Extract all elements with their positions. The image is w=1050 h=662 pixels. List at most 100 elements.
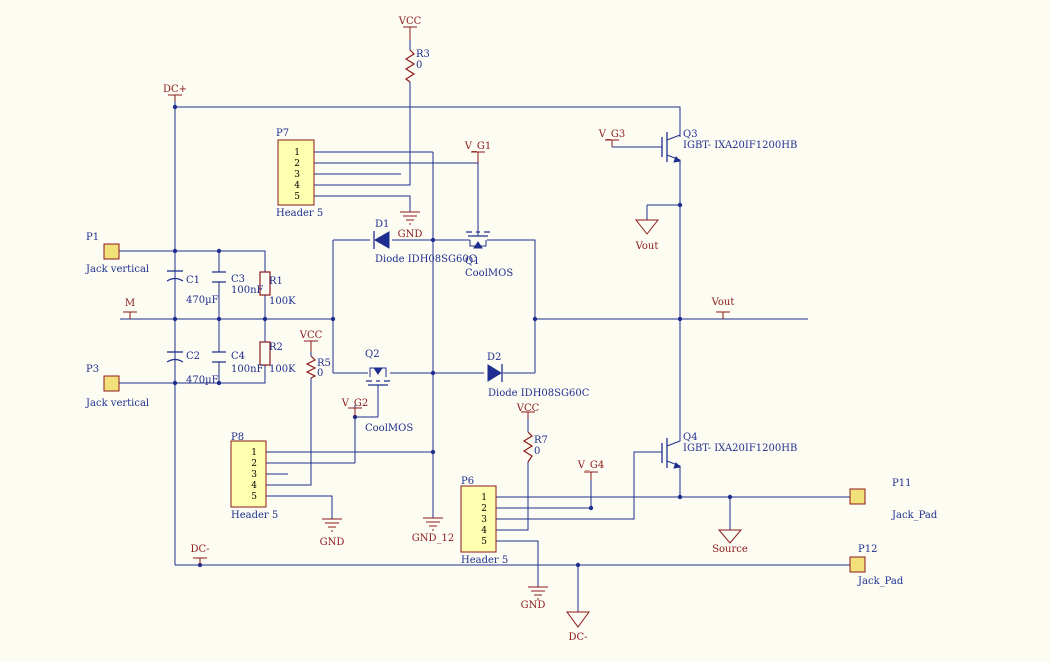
mosfet-q1: Q1 CoolMOS [465, 231, 513, 279]
q1-ref: Q1 [465, 256, 480, 267]
r5-value: 0 [317, 368, 323, 379]
resistor-r5: R5 0 [305, 352, 331, 379]
vcc-label: VCC [398, 16, 422, 27]
m-port: M [123, 298, 137, 319]
v-g3-label: V_G3 [598, 129, 626, 140]
c1-value: 470µF [186, 295, 219, 306]
p8-pin-5: 5 [251, 492, 257, 502]
igbt-q4: Q4 IGBT- IXA20IF1200HB [661, 432, 797, 470]
jack-p1: P1 Jack vertical [85, 232, 149, 275]
dc-minus-label: DC- [190, 544, 209, 555]
jack-p11: P11 Jack_Pad [849, 478, 938, 521]
source-port: Source [712, 529, 748, 555]
dc-plus-port: DC+ [163, 84, 187, 101]
c3-value: 100nF [231, 285, 264, 296]
q2-value: CoolMOS [365, 423, 413, 434]
resistor-r1: R1 100K [259, 271, 296, 307]
c4-ref: C4 [231, 351, 245, 362]
q3-value: IGBT- IXA20IF1200HB [683, 140, 797, 151]
vout-port: Vout [711, 297, 735, 319]
igbt-q3: Q3 IGBT- IXA20IF1200HB [661, 129, 797, 167]
dc-minus-ground-label: DC- [568, 632, 587, 643]
p1-value: Jack vertical [85, 264, 149, 275]
resistor-r3: R3 0 [404, 40, 430, 83]
q3-ref: Q3 [683, 129, 698, 140]
gnd-label-p7: GND [398, 229, 423, 240]
capacitor-c3: C3 100nF [212, 271, 264, 296]
diode-d1: D1 Diode IDH08SG60C [373, 219, 477, 265]
r1-ref: R1 [269, 276, 283, 287]
jack-p12: P12 Jack_Pad [849, 544, 904, 587]
v-g2-label: V_G2 [341, 398, 369, 409]
p8-pin-4: 4 [251, 481, 257, 491]
junctions [172, 104, 733, 568]
gnd-port-p8: GND [320, 518, 345, 548]
p7-value: Header 5 [276, 208, 323, 219]
q4-ref: Q4 [683, 432, 698, 443]
gnd-label-p6: GND [521, 600, 546, 611]
gnd-label-p8: GND [320, 537, 345, 548]
p8-pin-1: 1 [251, 448, 257, 458]
v-g1-port: V_G1 [464, 141, 492, 163]
r7-ref: R7 [534, 435, 548, 446]
p7-pin-2: 2 [294, 159, 300, 169]
gnd-port-p6: GND [521, 586, 548, 611]
p1-ref: P1 [86, 232, 99, 243]
v-g1-label: V_G1 [464, 141, 492, 152]
vout-ground-label: Vout [635, 241, 659, 252]
vcc-port-top: VCC [398, 16, 422, 40]
vout-label: Vout [711, 297, 735, 308]
p12-ref: P12 [858, 544, 877, 555]
r5-ref: R5 [317, 358, 331, 369]
q1-value: CoolMOS [465, 268, 513, 279]
q2-ref: Q2 [365, 349, 380, 360]
p12-value: Jack_Pad [857, 576, 904, 587]
p6-value: Header 5 [461, 555, 508, 566]
p3-value: Jack vertical [85, 398, 149, 409]
p6-ref: P6 [461, 476, 474, 487]
header-p6: P6 Header 5 1 2 3 4 5 [460, 476, 508, 566]
c3-ref: C3 [231, 274, 245, 285]
source-label: Source [712, 544, 748, 555]
c2-value: 470µF [186, 375, 219, 386]
m-label: M [125, 298, 135, 309]
mosfet-q2: Q2 CoolMOS [365, 349, 413, 434]
vcc-port-r5: VCC [299, 330, 323, 352]
d1-ref: D1 [375, 219, 389, 230]
p7-pin-1: 1 [294, 148, 300, 158]
p7-pin-3: 3 [294, 170, 300, 180]
r2-ref: R2 [269, 342, 283, 353]
c2-ref: C2 [186, 351, 200, 362]
p6-pin-1: 1 [481, 493, 487, 503]
r3-value: 0 [416, 60, 422, 71]
p7-ref: P7 [276, 128, 289, 139]
resistor-r2: R2 100K [259, 341, 296, 375]
r1-value: 100K [269, 296, 296, 307]
gnd-12-port: GND_12 [412, 517, 454, 544]
r2-value: 100K [269, 364, 296, 375]
p11-value: Jack_Pad [891, 510, 938, 521]
header-p8: P8 Header 5 1 2 3 4 5 [230, 432, 278, 521]
c4-value: 100nF [231, 364, 264, 375]
dc-minus-port: DC- [190, 544, 210, 565]
p6-pin-3: 3 [481, 515, 487, 525]
capacitor-c4: C4 100nF [212, 351, 264, 375]
p8-pin-3: 3 [251, 470, 257, 480]
p7-pin-4: 4 [294, 181, 300, 191]
r7-value: 0 [534, 446, 540, 457]
vcc-port-r7: VCC [516, 403, 540, 418]
p6-pin-5: 5 [481, 537, 487, 547]
p3-ref: P3 [86, 364, 99, 375]
gnd-port-p7: GND [398, 211, 423, 240]
d2-value: Diode IDH08SG60C [488, 388, 590, 399]
gnd-12-label: GND_12 [412, 533, 454, 544]
p8-value: Header 5 [231, 510, 278, 521]
vout-ground-port: Vout [635, 205, 660, 252]
v-g3-port: V_G3 [598, 129, 626, 147]
header-p7: P7 Header 5 1 2 3 4 5 [276, 128, 323, 219]
capacitor-c1: C1 470µF [166, 270, 219, 306]
p6-pin-4: 4 [481, 526, 487, 536]
c1-ref: C1 [186, 275, 200, 286]
v-g2-port: V_G2 [341, 398, 369, 417]
p8-pin-2: 2 [251, 459, 257, 469]
